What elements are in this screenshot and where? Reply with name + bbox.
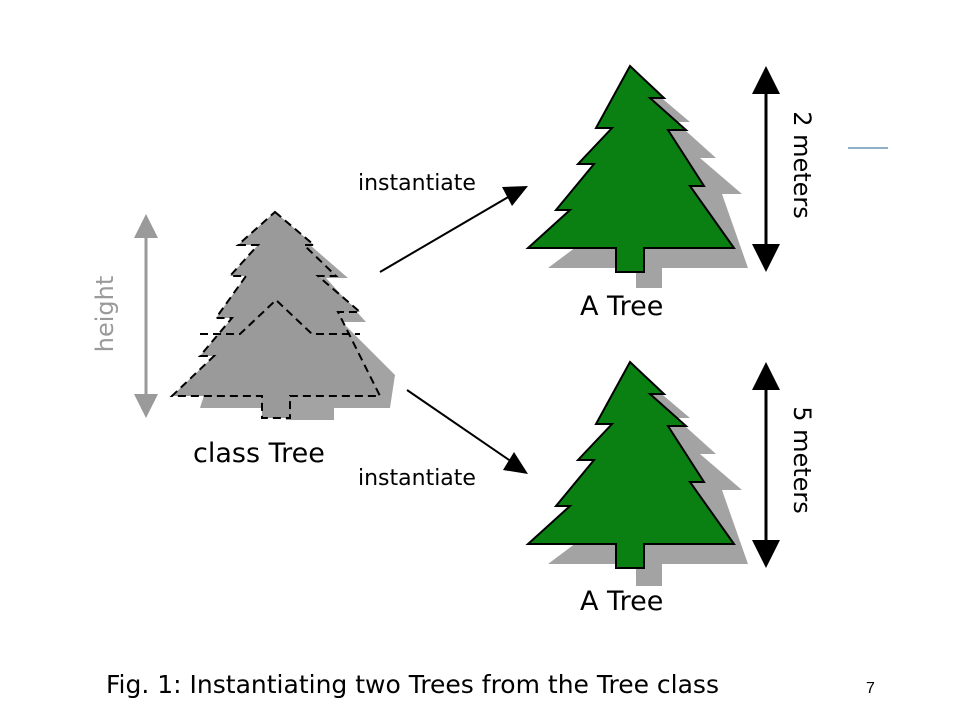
instantiate-label-top: instantiate bbox=[358, 171, 476, 196]
dimension-2m-arrowhead-down bbox=[752, 244, 780, 272]
class-tree-label: class Tree bbox=[193, 438, 325, 469]
instance-tree-1-body bbox=[525, 64, 736, 273]
page-number: 7 bbox=[866, 680, 875, 697]
instantiate-arrow-bottom bbox=[406, 389, 528, 474]
dimension-5m-arrowhead-down bbox=[752, 540, 780, 568]
instance-tree-2-body bbox=[525, 360, 736, 569]
instantiate-arrow-top-head bbox=[502, 186, 528, 206]
height-label: height bbox=[91, 276, 119, 353]
instantiate-arrow-bottom-head bbox=[503, 452, 528, 474]
instance-tree-1 bbox=[525, 64, 748, 288]
class-tree-figure bbox=[169, 210, 395, 420]
instantiate-label-bottom: instantiate bbox=[358, 466, 476, 491]
dimension-2m-arrowhead-up bbox=[752, 66, 780, 94]
class-tree-body bbox=[169, 210, 382, 419]
height-dimension bbox=[134, 214, 158, 418]
dimension-2m-label: 2 meters bbox=[788, 111, 816, 219]
figure-caption: Fig. 1: Instantiating two Trees from the… bbox=[106, 670, 719, 699]
dimension-5m bbox=[752, 362, 780, 568]
dimension-5m-label: 5 meters bbox=[788, 406, 816, 514]
instantiate-arrow-bottom-line bbox=[406, 389, 513, 463]
height-arrowhead-up bbox=[134, 214, 158, 238]
class-tree-inner-dash bbox=[200, 298, 360, 335]
accent-line bbox=[848, 147, 888, 149]
instantiate-arrow-top-line bbox=[379, 195, 511, 273]
dimension-2m bbox=[752, 66, 780, 272]
height-arrowhead-down bbox=[134, 394, 158, 418]
instance-tree-2-label: A Tree bbox=[580, 586, 663, 617]
dimension-5m-arrowhead-up bbox=[752, 362, 780, 390]
instance-tree-2 bbox=[525, 360, 748, 586]
instantiate-arrow-top bbox=[379, 186, 528, 273]
instance-tree-1-label: A Tree bbox=[580, 291, 663, 322]
